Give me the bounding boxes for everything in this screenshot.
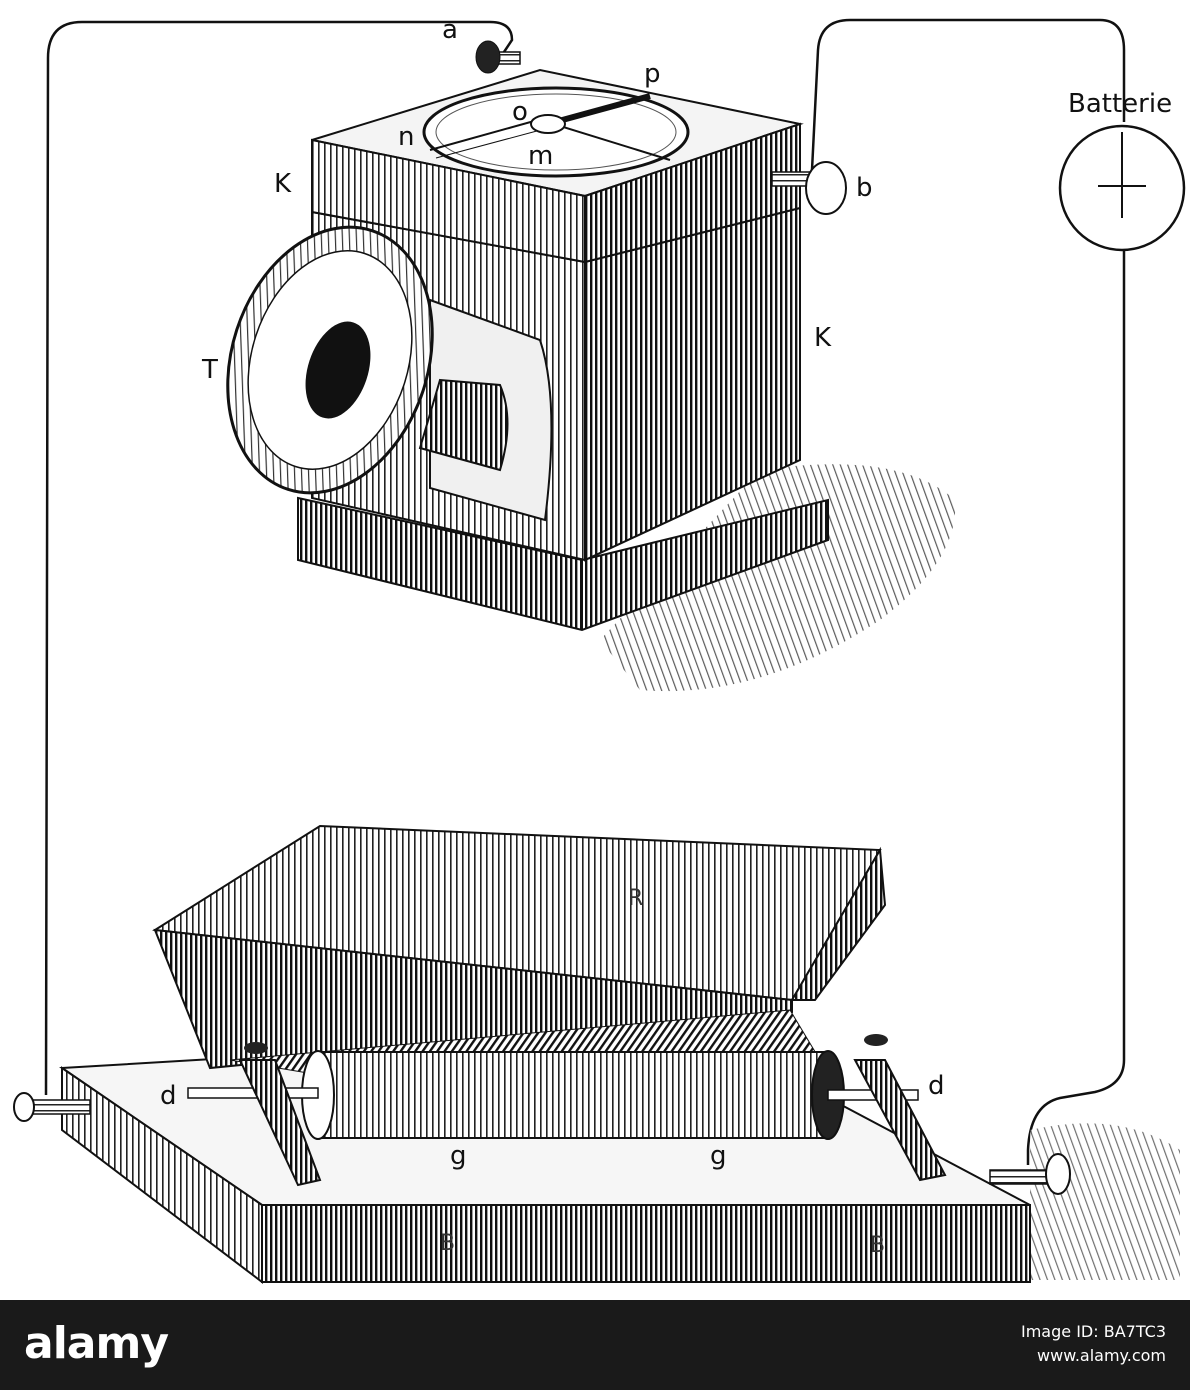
label-R: R (628, 886, 643, 911)
label-n: n (398, 122, 414, 152)
engraving-figure: a p o n m b K K T Batterie R d d g g B B (13, 15, 1186, 1285)
footer-meta: Image ID: BA7TC3 www.alamy.com (1021, 1320, 1166, 1368)
label-b: b (856, 173, 873, 203)
label-o: o (512, 97, 528, 127)
alamy-logo: alamy (24, 1318, 169, 1369)
footer-url-text: www.alamy.com (1037, 1346, 1166, 1365)
figure-labels: a p o n m b K K T Batterie R d d g g B B (160, 15, 1172, 1258)
label-K-top: K (274, 169, 292, 199)
label-a: a (442, 15, 458, 45)
label-g-left: g (450, 1141, 467, 1171)
label-p: p (644, 59, 661, 89)
image-id-text: Image ID: BA7TC3 (1021, 1322, 1166, 1341)
transmitter-box (226, 40, 956, 692)
label-d-right: d (928, 1071, 945, 1101)
label-d-left: d (160, 1081, 177, 1111)
telephone-circuit-diagram: a p o n m b K K T Batterie R d d g g B B (13, 15, 1186, 1285)
label-m: m (528, 141, 553, 171)
label-g-right: g (710, 1141, 727, 1171)
label-K-right: K (814, 323, 832, 353)
receiver-assembly (13, 824, 1180, 1285)
stock-footer-bar: alamy Image ID: BA7TC3 www.alamy.com (0, 1300, 1190, 1390)
label-T: T (201, 355, 218, 385)
label-batterie: Batterie (1068, 89, 1172, 119)
battery-symbol (1058, 124, 1186, 252)
label-B-right: B (870, 1233, 885, 1258)
label-B-left: B (440, 1231, 455, 1256)
